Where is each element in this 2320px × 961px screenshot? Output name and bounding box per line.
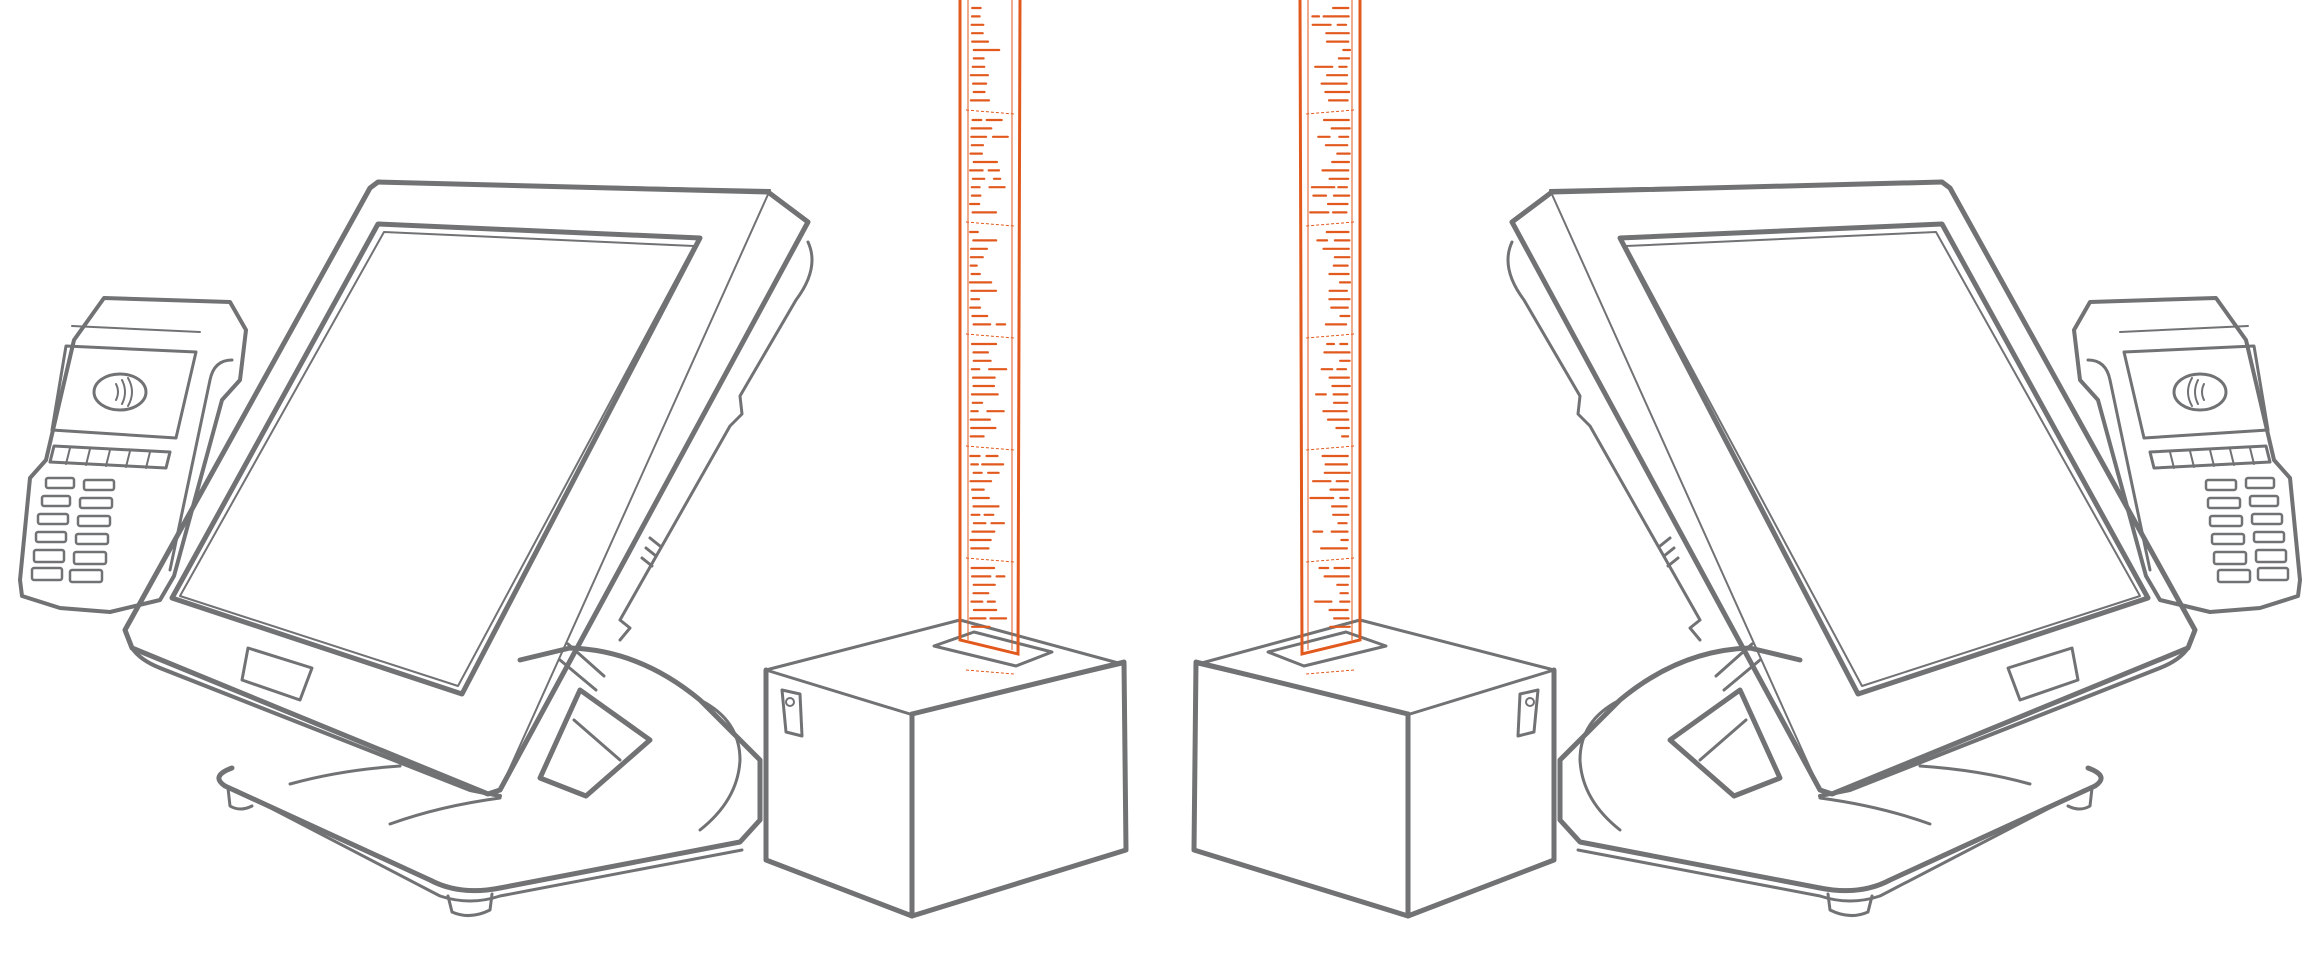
receipt-separator bbox=[965, 221, 1015, 227]
left-pos-station bbox=[18, 0, 1129, 919]
receipt-separator bbox=[965, 333, 1015, 339]
receipt-separator bbox=[1305, 109, 1355, 115]
left-touchscreen-monitor bbox=[122, 179, 814, 798]
left-monitor-stand bbox=[216, 645, 763, 917]
left-terminal-keypad bbox=[30, 476, 116, 584]
left-monitor-hinge bbox=[537, 642, 653, 799]
receipt-separator bbox=[965, 669, 1015, 675]
right-receipt-printer bbox=[1191, 618, 1557, 919]
left-receipt-printer bbox=[763, 618, 1129, 919]
contactless-icon bbox=[92, 372, 148, 412]
receipt-separator bbox=[1305, 557, 1355, 563]
right-payment-terminal bbox=[2072, 296, 2302, 614]
receipt-separator bbox=[965, 109, 1015, 115]
receipt-separator bbox=[1305, 669, 1355, 675]
receipt-separator bbox=[1305, 221, 1355, 227]
right-terminal-keypad bbox=[2204, 476, 2290, 584]
right-monitor-hinge bbox=[1667, 642, 1783, 799]
contactless-icon bbox=[2172, 372, 2228, 412]
right-pos-station bbox=[1191, 0, 2302, 919]
receipt-separator bbox=[1305, 445, 1355, 451]
receipt-separator bbox=[965, 557, 1015, 563]
receipt-separator bbox=[1305, 333, 1355, 339]
right-monitor-stand bbox=[1557, 645, 2104, 917]
right-receipt-paper bbox=[1298, 0, 1362, 675]
left-payment-terminal bbox=[18, 296, 248, 614]
left-receipt-paper bbox=[958, 0, 1022, 675]
receipt-separator bbox=[965, 445, 1015, 451]
right-touchscreen-monitor bbox=[1506, 179, 2198, 798]
